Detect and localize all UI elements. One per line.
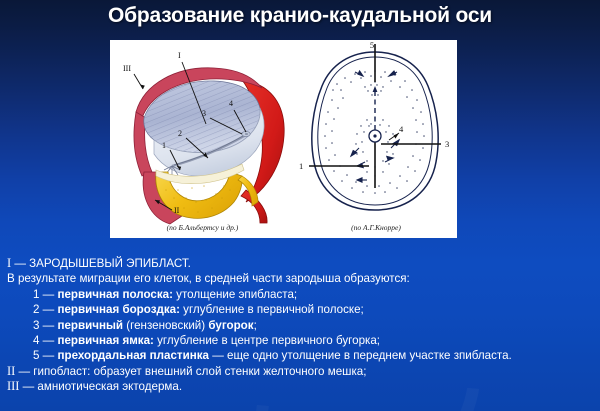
- right-figure-caption: (по А.Г.Кнорре): [351, 223, 401, 232]
- slide-title: Образование кранио-каудальной оси: [107, 4, 493, 27]
- amniotic-ectoderm-shell: [135, 67, 263, 119]
- body-text-line: 2 — первичная бороздка: углубление в пер…: [7, 302, 597, 317]
- text-run: утолщение эпибласта;: [172, 287, 298, 301]
- label-1-right: 1: [299, 161, 303, 171]
- body-text-line: 3 — первичный (гензеновский) бугорок;: [7, 318, 597, 333]
- text-run: ;: [253, 318, 257, 332]
- yolk-sac-texture: [165, 179, 231, 213]
- node-stipple-ring: [355, 117, 395, 177]
- label-3-right: 3: [445, 139, 449, 149]
- term-emphasis: первичный: [57, 318, 124, 332]
- text-run: В результате миграции его клеток, в сред…: [7, 272, 410, 286]
- text-run: углубление в первичной полоске;: [179, 303, 364, 317]
- label-III: III: [123, 64, 131, 73]
- text-run: — еще одно утолщение в переднем участке …: [208, 349, 512, 363]
- arrowhead-2: [203, 152, 208, 158]
- text-run: 5 —: [33, 349, 58, 363]
- leader-line-4: [233, 109, 247, 133]
- axis-arrowhead: [372, 86, 378, 92]
- left-figure-illustration: III I 1 2 3 4 II: [123, 51, 285, 225]
- roman-numeral: II: [7, 363, 16, 378]
- text-run: — амниотическая эктодерма.: [19, 380, 183, 394]
- text-run: углубление в центре первичного бугорка;: [153, 334, 381, 348]
- left-figure-caption: (по Б.Альбертсу и др.): [166, 223, 239, 232]
- arrowhead-1: [176, 165, 182, 170]
- body-text-line: 4 — первичная ямка: углубление в центре …: [7, 333, 597, 348]
- text-run: — гипобласт: образует внешний слой стенк…: [15, 364, 367, 378]
- text-run: 4 —: [33, 334, 58, 348]
- text-run: 3 —: [33, 318, 58, 332]
- yolk-sac-right-sliver: [237, 175, 259, 207]
- disc-inner-contour: [317, 56, 433, 206]
- primitive-pit: [244, 133, 249, 135]
- primitive-pit-dot: [373, 134, 377, 138]
- leader-line-3: [209, 117, 243, 135]
- term-emphasis: прехордальная пластинка: [57, 349, 209, 363]
- text-run: 2 —: [33, 303, 58, 317]
- roman-numeral: I: [7, 256, 12, 270]
- right-figure: 5 4 3 1 (по А.Г.Кнорре): [295, 40, 457, 238]
- membrane-under-disc: [155, 163, 245, 184]
- arrowhead-II: [155, 200, 160, 205]
- body-text-line: В результате миграции его клеток, в сред…: [7, 271, 597, 286]
- body-text-line: II — гипобласт: образует внешний слой ст…: [7, 364, 597, 379]
- label-5: 5: [370, 40, 374, 50]
- text-run: (гензеновский): [123, 318, 209, 332]
- term-emphasis: первичная полоска:: [57, 287, 173, 301]
- migrating-cells-tuft: [163, 165, 181, 176]
- figure-panel: III I 1 2 3 4 II (по Б.Альбертсу и др.): [110, 40, 457, 238]
- label-4-right: 4: [399, 124, 404, 134]
- arrowhead-III: [140, 84, 145, 89]
- label-1: 1: [162, 141, 166, 150]
- text-run: 1 —: [33, 287, 58, 301]
- epiblast-stipple-field: [324, 70, 425, 194]
- term-emphasis: первичная ямка:: [57, 334, 154, 348]
- label-II: II: [174, 206, 180, 215]
- body-text-line: I — ЗАРОДЫШЕВЫЙ ЭПИБЛАСТ.: [7, 256, 597, 271]
- text-run: — ЗАРОДЫШЕВЫЙ ЭПИБЛАСТ.: [11, 257, 191, 270]
- yolk-sac-hypoblast: [155, 171, 243, 219]
- left-figure: III I 1 2 3 4 II (по Б.Альбертсу и др.): [110, 40, 295, 238]
- primitive-groove-line: [173, 135, 244, 166]
- leader-line-I: [181, 61, 207, 125]
- label-3: 3: [202, 109, 206, 118]
- label-I: I: [178, 51, 181, 60]
- term-emphasis: бугорок: [208, 318, 254, 332]
- body-text-line: III — амниотическая эктодерма.: [7, 379, 597, 394]
- epiblast-texture: [143, 80, 261, 153]
- body-text-line: 1 — первичная полоска: утолщение эпиблас…: [7, 287, 597, 302]
- body-text-line: 5 — прехордальная пластинка — еще одно у…: [7, 348, 597, 363]
- slide-body-text: I — ЗАРОДЫШЕВЫЙ ЭПИБЛАСТ.В результате ми…: [7, 256, 597, 395]
- roman-numeral: III: [7, 379, 20, 394]
- label-2: 2: [178, 129, 182, 138]
- label-4: 4: [229, 99, 233, 108]
- arrowhead-4-right: [393, 133, 399, 139]
- right-figure-illustration: 5 4 3 1: [299, 40, 449, 211]
- term-emphasis: первичная бороздка:: [57, 303, 180, 317]
